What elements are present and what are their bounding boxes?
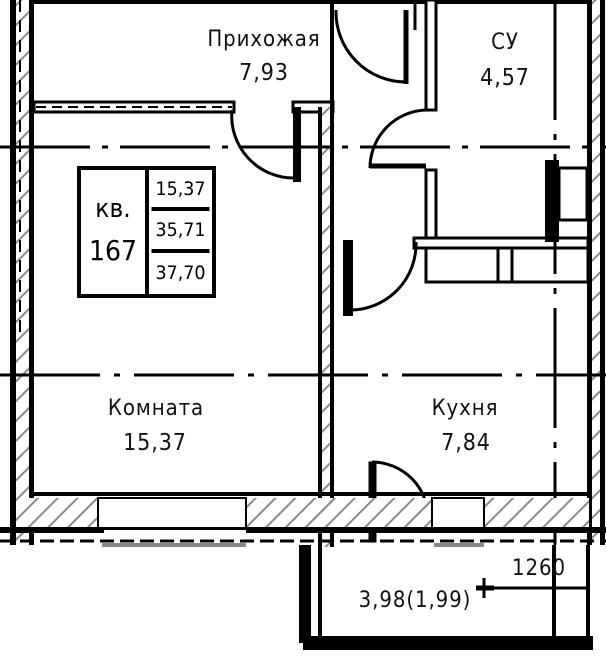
room-area-bathroom: 4,57 bbox=[480, 65, 530, 91]
room-name-bathroom: СУ bbox=[491, 30, 519, 55]
right-exterior-wall bbox=[587, 0, 605, 545]
room-area-kitchen: 7,84 bbox=[441, 430, 491, 456]
top-wall bbox=[29, 0, 591, 4]
living-area: 15,37 bbox=[151, 170, 210, 212]
bottom-exterior-wall bbox=[0, 492, 606, 547]
balcony-dimension: 1260 bbox=[512, 556, 566, 581]
total-area: 35,71 bbox=[151, 211, 210, 253]
room-name-hallway: Прихожая bbox=[207, 27, 321, 52]
apartment-number: 167 bbox=[88, 234, 138, 267]
room-area-hallway: 7,93 bbox=[239, 60, 289, 86]
room-area-living-room: 15,37 bbox=[123, 430, 187, 456]
left-exterior-wall bbox=[10, 0, 34, 545]
partition-room-kitchen bbox=[293, 0, 334, 547]
balcony-area: 3,98(1,99) bbox=[358, 588, 472, 613]
apartment-info-box: кв. 167 15,37 35,71 37,70 bbox=[77, 166, 216, 298]
room-name-living-room: Комната bbox=[107, 396, 205, 421]
apartment-areas: 15,37 35,71 37,70 bbox=[149, 170, 212, 294]
apartment-id: кв. 167 bbox=[81, 170, 149, 294]
balcony bbox=[299, 545, 593, 650]
partition-corridor-kitchen bbox=[343, 240, 353, 316]
room-name-kitchen: Кухня bbox=[431, 396, 499, 421]
grid-axes bbox=[0, 0, 606, 545]
total-area-with-balcony: 37,70 bbox=[155, 262, 206, 285]
apartment-label: кв. bbox=[95, 194, 131, 224]
partition-hallway-room bbox=[32, 100, 335, 114]
